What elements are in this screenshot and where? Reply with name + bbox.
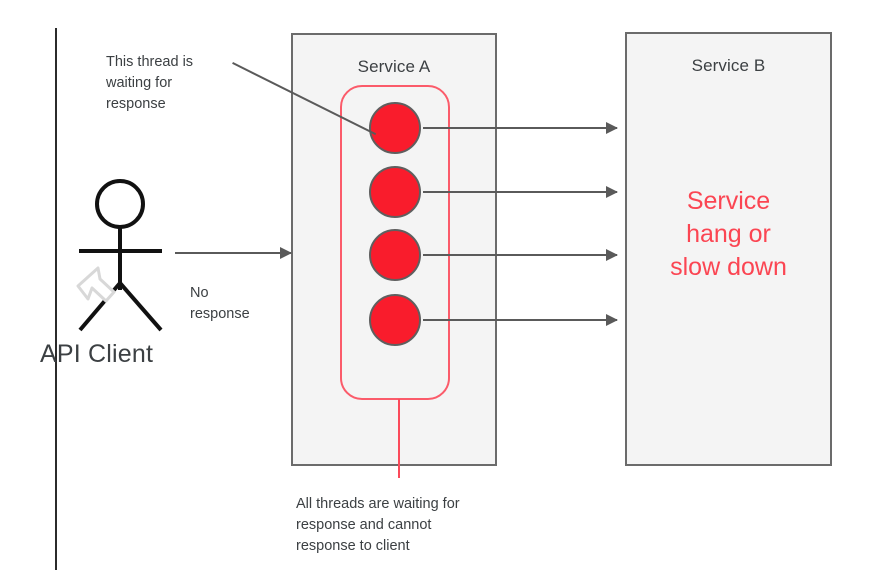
service-b-status-text: Service hang or slow down: [670, 187, 787, 281]
thread-circle-4[interactable]: [369, 294, 421, 346]
request-arrow-2: [423, 186, 618, 198]
pool-note-leader-line: [398, 399, 400, 478]
request-arrow-1: [423, 122, 618, 134]
page-margin-rule: [55, 28, 57, 570]
request-arrow-3: [423, 249, 618, 261]
request-arrow-4: [423, 314, 618, 326]
service-b-title: Service B: [691, 56, 766, 75]
thread-circle-3[interactable]: [369, 229, 421, 281]
thread-pool-outline: [340, 85, 450, 400]
pointer-cursor-artifact-icon: [76, 266, 116, 303]
thread-circle-2[interactable]: [369, 166, 421, 218]
service-a-title: Service A: [357, 57, 431, 76]
no-response-note: No response: [190, 285, 250, 322]
thread-waiting-note: This thread is waiting for response: [106, 54, 194, 112]
api-client-label: API Client: [40, 340, 154, 368]
client-request-arrow: [175, 247, 292, 259]
all-threads-waiting-note: All threads are waiting for response and…: [296, 496, 460, 554]
thread-circle-1[interactable]: [369, 102, 421, 154]
service-b-box: Service B: [625, 32, 832, 466]
